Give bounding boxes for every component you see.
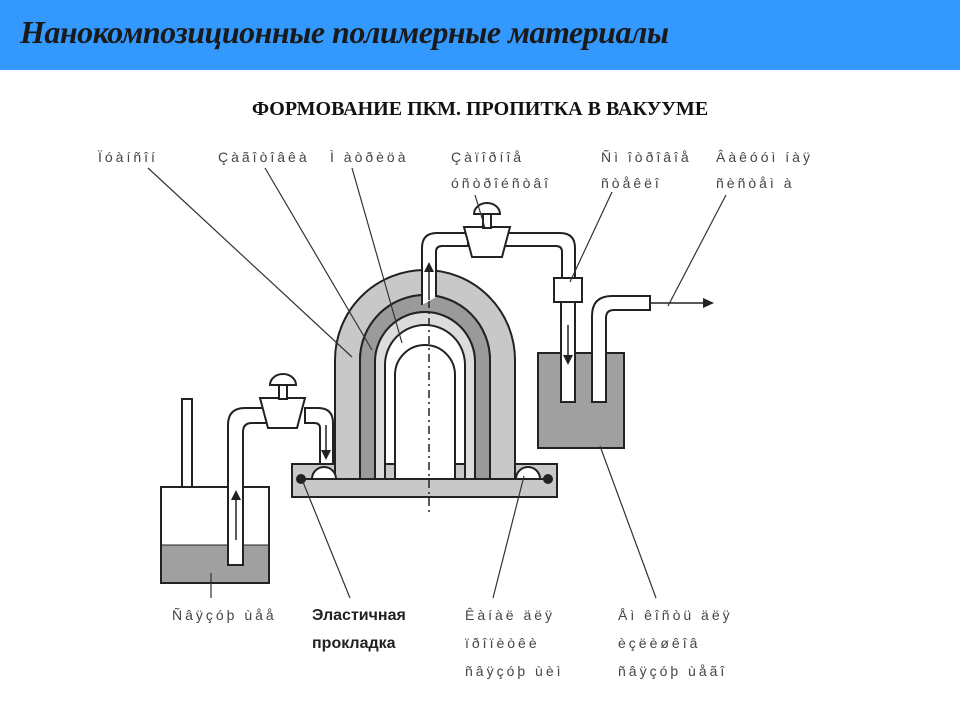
label-channel-1: Êàíàë äëÿ xyxy=(465,607,555,623)
header-title: Нанокомпозиционные полимерные материалы xyxy=(20,14,669,50)
label-seal-2: прокладка xyxy=(312,635,396,652)
valve-top xyxy=(462,226,512,258)
label-channel-2: ïðîïèòêè xyxy=(465,635,540,651)
valve-left-knob xyxy=(268,373,298,386)
label-vacuum-2: ñèñòåì à xyxy=(716,175,795,191)
label-vacuum-1: Âàêóóì íàÿ xyxy=(716,149,813,165)
label-punch: Ïóàíñîí xyxy=(98,149,158,165)
sight-glass xyxy=(553,277,583,303)
vent-pipe-left xyxy=(181,398,193,488)
vacuum-pipe xyxy=(591,295,651,403)
label-sight-glass-2: ñòåêëî xyxy=(601,175,662,191)
label-sight-glass-1: Ñì îòðîâîå xyxy=(601,149,692,165)
label-shutoff-1: Çàïîðíîå xyxy=(451,149,524,165)
label-matrix: Ì àòðèöà xyxy=(330,149,409,165)
label-shutoff-2: óñòðîéñòâî xyxy=(451,175,551,191)
slide-header: Нанокомпозиционные полимерные материалы xyxy=(0,0,960,70)
label-preform: Çàãîòîâêà xyxy=(218,149,310,165)
seal-dot-left xyxy=(296,474,306,484)
seal-bump-left xyxy=(310,466,338,480)
label-excess-3: ñâÿçóþ ùåãî xyxy=(618,663,727,679)
label-channel-3: ñâÿçóþ ùèì xyxy=(465,663,564,679)
label-binder: Ñâÿçóþ ùåå xyxy=(172,607,277,623)
valve-left xyxy=(258,397,307,429)
slide-subtitle: ФОРМОВАНИЕ ПКМ. ПРОПИТКА В ВАКУУМЕ xyxy=(251,98,709,120)
resin-liquid xyxy=(162,545,268,582)
leader-lines xyxy=(147,167,727,599)
punch xyxy=(394,344,456,480)
seal-bump-right xyxy=(514,466,542,480)
label-seal-1: Эластичная xyxy=(312,607,406,624)
seal-dot-right xyxy=(543,474,553,484)
label-excess-2: èçëèøêîâ xyxy=(618,635,700,651)
excess-container xyxy=(537,352,625,449)
label-excess-1: Åì êîñòü äëÿ xyxy=(618,607,733,623)
